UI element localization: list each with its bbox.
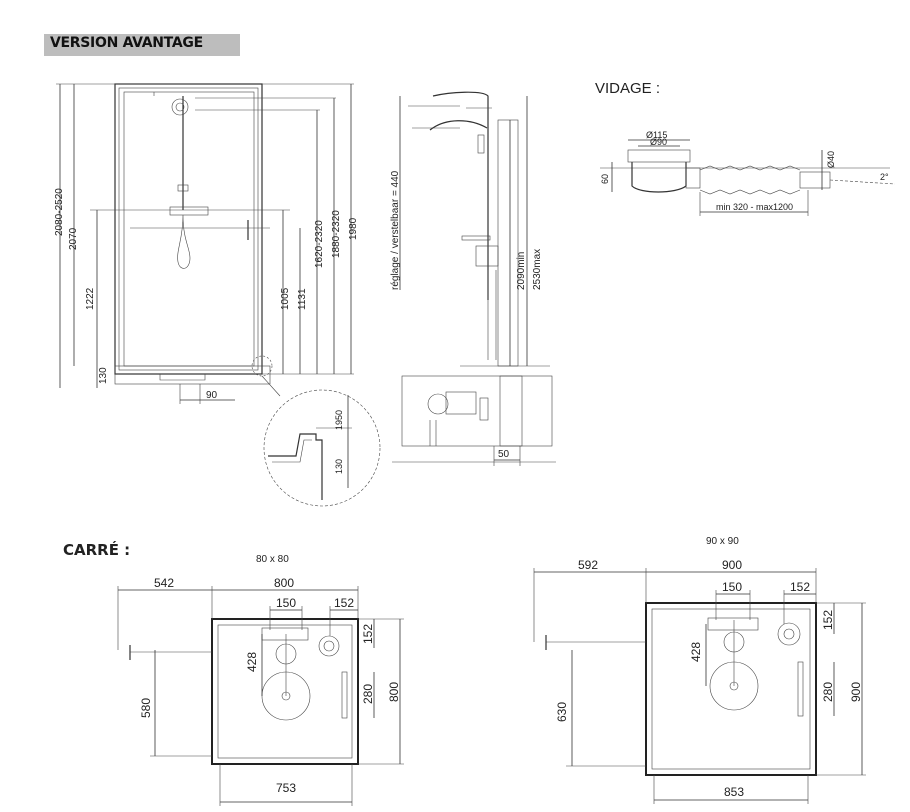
dim-542: 542 xyxy=(154,576,174,590)
drain-flange xyxy=(627,149,691,163)
shower-hose xyxy=(177,214,191,269)
tray-outline-90 xyxy=(645,602,817,776)
dim-1980: 1980 xyxy=(348,217,359,240)
dim-428-90: 428 xyxy=(689,642,703,662)
dim-1222: 1222 xyxy=(85,287,96,310)
shower-head-plan-90 xyxy=(777,622,801,646)
hand-shower-head xyxy=(171,98,189,116)
dim-900-top: 900 xyxy=(722,558,742,572)
column-side xyxy=(432,91,489,300)
dim-428: 428 xyxy=(245,652,259,672)
mixer-detail-box xyxy=(401,375,553,447)
dim-152-side: 152 xyxy=(361,624,375,644)
dim-592: 592 xyxy=(578,558,598,572)
dim-280-90: 280 xyxy=(821,682,835,702)
thermostat-side xyxy=(475,245,499,267)
dim-1880-2320: 1880-2320 xyxy=(331,210,342,258)
handle-plan-90 xyxy=(797,661,804,717)
dim-diam-90: Ø90 xyxy=(650,137,667,147)
dim-90: 90 xyxy=(206,390,218,401)
mixer-90 xyxy=(707,617,759,631)
dim-2530max: 2530max xyxy=(532,249,543,290)
dim-1620-2320: 1620-2320 xyxy=(314,220,325,268)
title-banner: VERSION AVANTAGE xyxy=(44,34,240,56)
rain-head xyxy=(429,120,488,131)
shower-head-plan-80 xyxy=(318,635,340,657)
dim-800-side: 800 xyxy=(387,682,401,702)
dim-2080-2520: 2080-2520 xyxy=(54,188,65,236)
side-elevation: réglage / verstelbaar = 440 2090min 2530… xyxy=(390,91,556,466)
plan-90x90: 592 900 150 152 152 428 630 280 900 853 xyxy=(533,558,866,804)
dim-152-top-90: 152 xyxy=(790,580,810,594)
dim-diam-40: Ø40 xyxy=(826,151,836,168)
cabin-outline xyxy=(114,83,263,375)
dim-800-top: 800 xyxy=(274,576,294,590)
dim-2070: 2070 xyxy=(68,227,79,250)
shower-tray xyxy=(114,365,271,385)
dim-diam-115: Ø115 xyxy=(646,130,667,140)
dim-130: 130 xyxy=(98,367,109,384)
plan-80x80: 542 800 150 152 152 428 580 280 800 753 xyxy=(117,576,404,806)
dim-630: 630 xyxy=(555,702,569,722)
tray-outline-80 xyxy=(211,618,359,765)
drain-detail: Ø115 Ø90 Ø40 60 min 320 - max1200 2° xyxy=(600,130,896,216)
cabin-inner xyxy=(118,87,259,371)
dim-1005: 1005 xyxy=(280,287,291,310)
dim-slope: 2° xyxy=(880,172,889,182)
dim-150-90: 150 xyxy=(722,580,742,594)
tray-detail: 1950 130 xyxy=(263,389,381,507)
carre-label: CARRÉ : xyxy=(63,541,131,559)
dim-1950: 1950 xyxy=(334,410,344,430)
dim-152-side-90: 152 xyxy=(821,610,835,630)
door-panel xyxy=(123,91,255,367)
dim-280: 280 xyxy=(361,684,375,704)
plan80-size-label: 80 x 80 xyxy=(256,554,289,565)
dim-853: 853 xyxy=(724,785,744,799)
mixer-80 xyxy=(261,627,309,641)
dim-60: 60 xyxy=(600,174,610,184)
dim-152-top: 152 xyxy=(334,596,354,610)
reglage-label: réglage / verstelbaar = 440 xyxy=(390,170,401,290)
dim-2090min: 2090min xyxy=(516,252,527,290)
wall-section xyxy=(497,119,519,367)
vidage-label: VIDAGE : xyxy=(595,80,661,97)
page-title: VERSION AVANTAGE xyxy=(50,35,203,51)
dim-50: 50 xyxy=(498,449,510,460)
dim-150: 150 xyxy=(276,596,296,610)
drain-body xyxy=(631,162,687,193)
flexible-pipe xyxy=(699,165,801,171)
front-elevation: 2080-2520 2070 1222 130 90 1005 1131 162… xyxy=(54,83,359,404)
plan90-size-label: 90 x 90 xyxy=(706,536,739,547)
thermostat-mixer xyxy=(169,206,209,216)
dim-min-max: min 320 - max1200 xyxy=(716,202,793,212)
dim-753: 753 xyxy=(276,781,296,795)
dim-900-side: 900 xyxy=(849,682,863,702)
handle-plan-80 xyxy=(341,671,348,719)
dim-1131: 1131 xyxy=(297,288,308,310)
dim-580: 580 xyxy=(139,698,153,718)
dim-130-detail: 130 xyxy=(334,459,344,474)
